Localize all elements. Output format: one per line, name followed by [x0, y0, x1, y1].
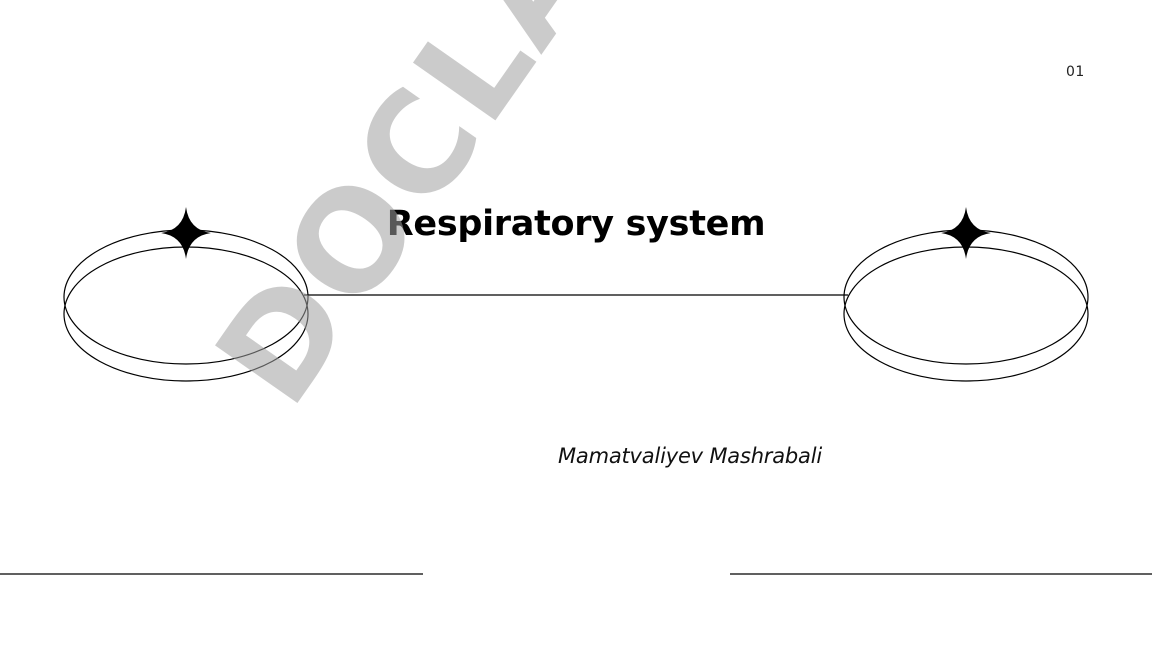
slide-title: Respiratory system [386, 204, 766, 244]
page-number: 01 [1066, 64, 1085, 80]
left-ring-bottom [63, 246, 309, 382]
right-sparkle-icon [941, 207, 991, 259]
author-name: Mamatvaliyev Mashrabali [558, 444, 822, 468]
right-ring-bottom [843, 246, 1089, 382]
left-sparkle-icon [161, 207, 211, 259]
